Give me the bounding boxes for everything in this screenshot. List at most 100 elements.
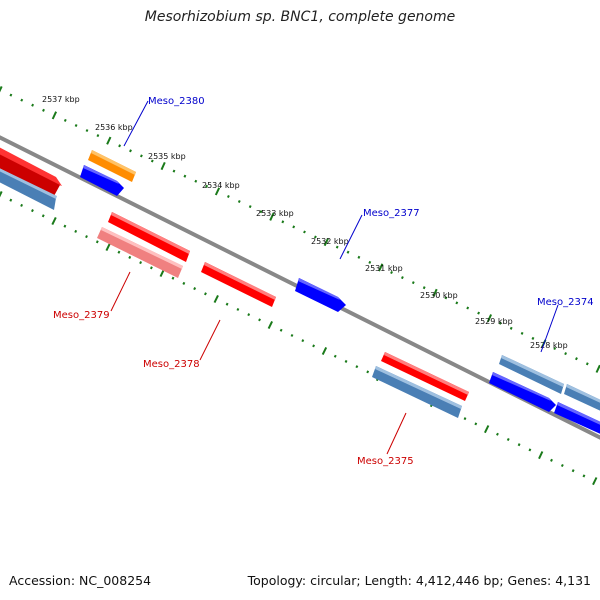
minor-tick: [9, 198, 13, 202]
gene-label-meso-2380[interactable]: Meso_2380: [148, 96, 205, 107]
scale-label: 2535 kbp: [148, 152, 186, 161]
minor-tick: [355, 365, 359, 369]
minor-tick: [149, 266, 153, 270]
minor-tick: [259, 210, 263, 214]
minor-tick: [292, 225, 296, 229]
minor-tick: [20, 203, 24, 207]
scale-label: 2536 kbp: [95, 123, 133, 132]
minor-tick: [63, 224, 67, 228]
major-tick: [538, 451, 544, 460]
major-tick: [595, 364, 600, 373]
gene-steel-blue-meso-2375[interactable]: [372, 366, 462, 418]
minor-tick: [498, 321, 502, 325]
minor-tick: [400, 276, 404, 280]
major-tick: [269, 212, 275, 221]
gene-red-meso-2379[interactable]: [108, 212, 190, 262]
minor-tick: [31, 103, 35, 107]
minor-tick: [509, 326, 513, 330]
minor-tick: [550, 458, 553, 462]
major-tick: [378, 263, 384, 272]
minor-tick: [31, 209, 34, 213]
minor-tick: [96, 134, 100, 138]
scale-label: 2533 kbp: [256, 209, 294, 218]
minor-tick: [455, 301, 459, 305]
major-tick: [160, 161, 166, 171]
minor-tick: [366, 370, 370, 374]
minor-tick: [313, 235, 317, 239]
major-tick: [214, 187, 221, 196]
major-tick: [51, 216, 57, 226]
minor-tick: [368, 260, 372, 264]
minor-tick: [204, 292, 207, 296]
gene-label-meso-2378[interactable]: Meso_2378: [143, 359, 200, 370]
minor-tick: [279, 328, 283, 332]
gene-red-arrow[interactable]: [0, 145, 62, 196]
minor-tick: [225, 302, 229, 306]
gene-steel-blue-meso-2374[interactable]: [499, 355, 564, 394]
gene-label-meso-2377[interactable]: Meso_2377: [363, 208, 420, 219]
minor-tick: [150, 159, 154, 163]
minor-tick: [193, 287, 197, 291]
minor-tick: [520, 331, 524, 335]
gene-orange-meso-2380[interactable]: [88, 150, 136, 182]
minor-tick: [237, 199, 241, 204]
minor-tick: [571, 469, 575, 473]
genes: [0, 145, 600, 436]
gene-label-meso-2375[interactable]: Meso_2375: [357, 456, 414, 467]
scale-label: 2528 kbp: [530, 341, 568, 350]
major-tick: [432, 288, 438, 297]
gene-blue-arrow-edge[interactable]: [554, 402, 600, 436]
gene-red-meso-2375[interactable]: [381, 352, 469, 401]
minor-tick: [281, 220, 285, 224]
minor-tick: [41, 214, 45, 218]
minor-tick: [172, 169, 176, 173]
minor-tick: [444, 296, 448, 300]
gene-blue-meso-2377[interactable]: [295, 278, 346, 312]
minor-tick: [466, 306, 470, 310]
minor-tick: [20, 98, 24, 102]
gene-label-meso-2379[interactable]: Meso_2379: [53, 310, 110, 321]
minor-tick: [575, 357, 578, 361]
minor-tick: [183, 174, 187, 178]
outer-tick-row: [0, 85, 600, 373]
gene-blue-arrow[interactable]: [80, 165, 124, 196]
minor-tick: [42, 108, 45, 112]
minor-tick: [258, 318, 261, 322]
minor-tick: [139, 261, 143, 265]
gene-red-meso-2378[interactable]: [201, 262, 276, 307]
minor-tick: [117, 250, 121, 254]
major-tick: [106, 136, 112, 145]
minor-tick: [335, 245, 339, 249]
minor-tick: [344, 359, 348, 363]
minor-tick: [247, 313, 251, 317]
major-tick: [323, 238, 329, 247]
major-tick: [486, 314, 493, 323]
scale-label: 2534 kbp: [202, 181, 240, 190]
gene-pink[interactable]: [97, 227, 183, 278]
minor-tick: [226, 194, 230, 199]
minor-tick: [85, 129, 89, 133]
gene-label-meso-2374[interactable]: Meso_2374: [537, 297, 594, 308]
minor-tick: [118, 144, 122, 148]
gene-steel-blue-right[interactable]: [564, 384, 600, 413]
gene-steel-blue[interactable]: [0, 166, 57, 210]
gene-blue-arrow-right[interactable]: [489, 372, 556, 412]
minor-tick: [411, 281, 415, 285]
scale-labels: 2537 kbp 2536 kbp 2535 kbp 2534 kbp 2533…: [42, 95, 568, 350]
minor-tick: [129, 149, 132, 153]
minor-tick: [553, 347, 557, 351]
minor-tick: [474, 422, 478, 426]
minor-tick: [290, 333, 294, 337]
major-tick: [321, 346, 328, 356]
scale-label: 2530 kbp: [420, 291, 458, 300]
major-tick: [592, 477, 598, 486]
major-tick: [213, 294, 219, 304]
minor-tick: [85, 235, 88, 239]
major-tick: [51, 111, 58, 120]
minor-tick: [171, 276, 175, 280]
major-tick: [267, 320, 273, 330]
minor-tick: [517, 443, 521, 447]
minor-tick: [564, 352, 568, 356]
